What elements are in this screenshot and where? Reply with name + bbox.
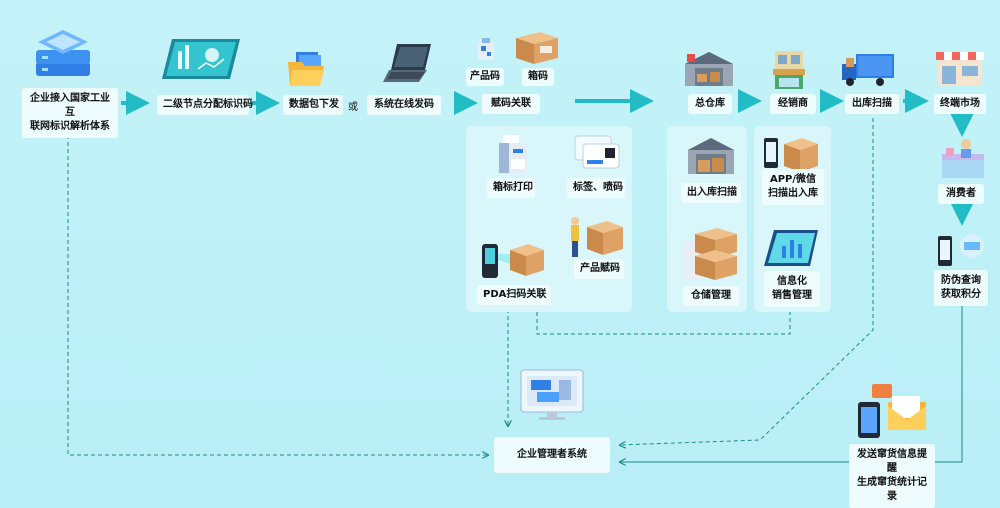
solid-connectors: [620, 304, 963, 462]
alert-label: 发送窜货信息提醒 生成窜货统计记录: [857, 449, 927, 502]
node-pda-scan: PDA扫码关联: [477, 285, 551, 305]
main-flow-arrows: [121, 89, 974, 226]
or-text: 或: [348, 102, 358, 113]
anti-fake-label: 防伪查询 获取积分: [941, 275, 981, 300]
distributor-label: 经销商: [778, 98, 808, 109]
app-wechat-label: APP/微信 扫描出入库: [768, 174, 818, 199]
warehouse-icon: [685, 52, 733, 86]
phone-mail-icon: [858, 384, 926, 438]
enterprise-label: 企业接入国家工业互 联网标识解析体系: [30, 93, 110, 132]
node-anti-fake: 防伪查询 获取积分: [934, 270, 988, 306]
online-code-label: 系统在线发码: [374, 99, 434, 110]
shipping-box-icon: [516, 32, 558, 64]
node-code-association: 赋码关联: [482, 94, 540, 114]
shop-icon: [773, 51, 805, 89]
secondary-node-label: 二级节点分配标识码: [163, 99, 253, 110]
warehouse-boxes-icon: [688, 138, 734, 174]
consumer-label: 消费者: [946, 188, 976, 199]
main-warehouse-label: 总仓库: [695, 98, 725, 109]
node-sales-mgmt: 信息化 销售管理: [764, 271, 820, 307]
tablet-chart-icon: [162, 39, 240, 79]
sales-mgmt-label: 信息化 销售管理: [772, 276, 812, 301]
code-association-label: 赋码关联: [491, 98, 531, 109]
data-package-label: 数据包下发: [289, 99, 339, 110]
node-data-package: 数据包下发: [283, 95, 343, 115]
tablet-sales-icon: [764, 230, 818, 266]
node-terminal-market: 终端市场: [934, 94, 986, 114]
box-label-print-label: 箱标打印: [493, 182, 533, 193]
node-main-warehouse: 总仓库: [688, 94, 732, 114]
outbound-scan-label: 出库扫描: [852, 98, 892, 109]
label-spray-label: 标签、喷码: [573, 182, 623, 193]
worker-box-icon: [571, 217, 623, 257]
laptop-icon: [383, 44, 431, 82]
label-tags-icon: [574, 135, 620, 169]
server-cube-icon: [36, 30, 90, 76]
node-mgmt-system: 企业管理者系统: [494, 437, 610, 473]
product-code-label: 产品码: [470, 71, 500, 82]
node-product-coding: 产品赋码: [574, 259, 624, 279]
node-consumer: 消费者: [938, 184, 984, 204]
folder-icon: [288, 52, 324, 86]
in-out-scan-label: 出入库扫描: [687, 187, 737, 198]
stacked-boxes-icon: [683, 228, 737, 280]
consumer-counter-icon: [942, 139, 984, 178]
node-outbound-scan: 出库扫描: [845, 94, 899, 114]
mgmt-system-label: 企业管理者系统: [517, 449, 587, 460]
node-box-label-print: 箱标打印: [487, 178, 535, 198]
product-code-icon: [478, 38, 494, 60]
terminal-market-label: 终端市场: [940, 98, 980, 109]
node-box-code: 箱码: [522, 68, 554, 86]
node-alert: 发送窜货信息提醒 生成窜货统计记录: [849, 444, 935, 508]
warehouse-mgmt-label: 仓储管理: [691, 290, 731, 301]
node-secondary-node: 二级节点分配标识码: [157, 95, 253, 115]
printer-icon: [499, 135, 527, 173]
phone-scan-icon: [764, 138, 818, 172]
delivery-truck-icon: [842, 54, 894, 86]
market-store-icon: [936, 52, 984, 86]
node-in-out-scan: 出入库扫描: [681, 183, 741, 203]
node-product-code: 产品码: [466, 68, 504, 86]
phone-verify-icon: [938, 234, 984, 266]
node-enterprise: 企业接入国家工业互 联网标识解析体系: [22, 88, 118, 138]
monitor-icon: [520, 369, 584, 420]
pda-scanner-icon: [482, 244, 544, 278]
pda-scan-label: PDA扫码关联: [483, 289, 547, 300]
node-warehouse-mgmt: 仓储管理: [683, 286, 739, 306]
box-code-label: 箱码: [528, 71, 548, 82]
node-distributor: 经销商: [770, 94, 816, 114]
node-online-code: 系统在线发码: [367, 95, 441, 115]
node-app-wechat: APP/微信 扫描出入库: [762, 169, 824, 205]
product-coding-label: 产品赋码: [580, 263, 620, 274]
node-label-spray: 标签、喷码: [567, 178, 625, 198]
